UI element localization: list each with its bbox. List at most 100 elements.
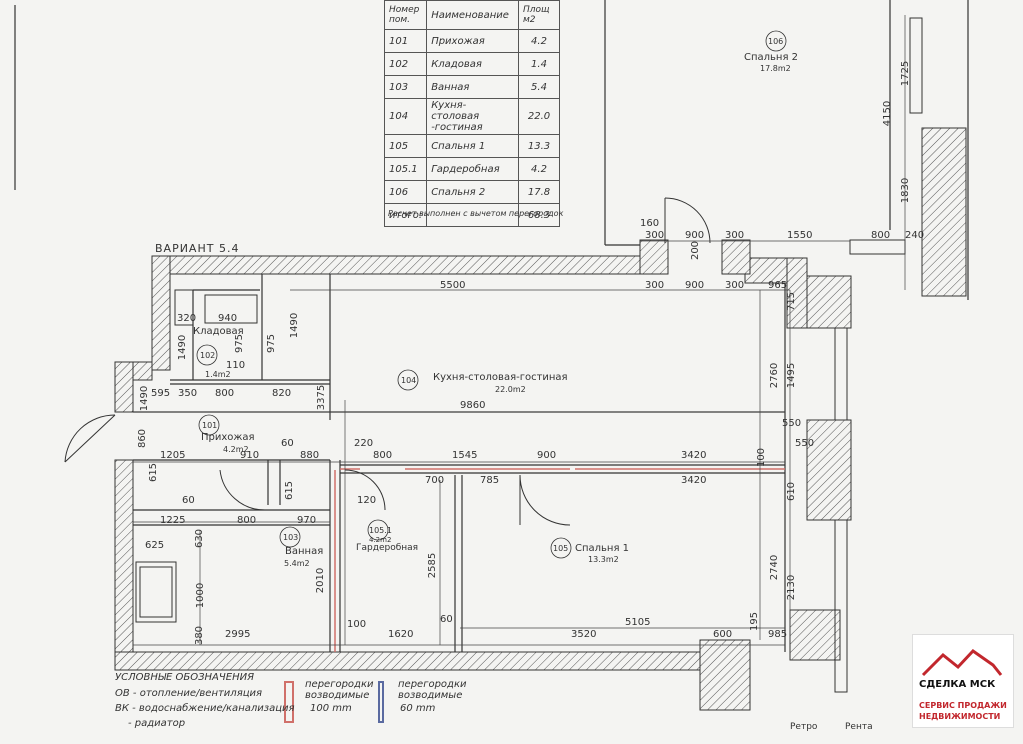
dim-label: 100 bbox=[756, 447, 768, 468]
legend-ov: ОВ - отопление/вентиляция bbox=[115, 688, 263, 699]
table-cell: 1.4 bbox=[518, 52, 560, 76]
room-name-106: Спальня 2 bbox=[744, 52, 799, 63]
room-num-1051: 105.1 bbox=[369, 526, 392, 535]
dim-label: 910 bbox=[240, 450, 260, 461]
dim-label: 2740 bbox=[769, 554, 781, 581]
dim-label: 3375 bbox=[316, 384, 328, 411]
dim-label: 1495 bbox=[786, 362, 798, 389]
table-cell: 105.1 bbox=[383, 157, 428, 181]
dim-label: 785 bbox=[480, 475, 500, 486]
dim-label: 1620 bbox=[388, 629, 414, 640]
table-cell: 5.4 bbox=[518, 75, 560, 99]
dim-label: 715 bbox=[786, 291, 798, 312]
dim-label: 5500 bbox=[440, 280, 466, 291]
dimension-lines bbox=[133, 15, 906, 646]
table-cell: 68.3 bbox=[518, 203, 560, 227]
dim-label: 60 bbox=[182, 495, 195, 506]
dim-label: 3420 bbox=[681, 475, 707, 486]
dim-label: 1205 bbox=[160, 450, 186, 461]
doors bbox=[64, 197, 711, 526]
dim-label: 1490 bbox=[289, 312, 301, 339]
table-cell: 103 bbox=[383, 75, 428, 99]
room-area-102: 1.4m2 bbox=[205, 370, 231, 379]
table-cell: Кладовая bbox=[426, 52, 519, 76]
room-area-106: 17.8m2 bbox=[760, 64, 791, 73]
dim-label: 860 bbox=[137, 428, 149, 449]
room-num-101: 101 bbox=[202, 421, 218, 430]
legend-swatches bbox=[284, 681, 384, 723]
dim-label: 380 bbox=[194, 625, 206, 646]
room-name-104: Кухня-столовая-гостиная bbox=[433, 372, 568, 383]
room-area-104: 22.0m2 bbox=[495, 385, 526, 394]
variant-label: ВАРИАНТ 5.4 bbox=[155, 242, 240, 255]
legend-60-a: перегородки bbox=[398, 679, 467, 690]
table-header-num: Номер пом. bbox=[383, 0, 428, 30]
table-note: Расчет выполнен с вычетом перегородок bbox=[388, 209, 564, 218]
dim-label: 60 bbox=[281, 438, 294, 449]
room-num-103: 103 bbox=[283, 533, 299, 542]
room-num-102: 102 bbox=[200, 351, 216, 360]
table-cell: 17.8 bbox=[518, 180, 560, 204]
legend-title: УСЛОВНЫЕ ОБОЗНАЧЕНИЯ bbox=[115, 672, 255, 683]
table-cell: 101 bbox=[383, 29, 428, 53]
logo-line1: СЕРВИС ПРОДАЖИ bbox=[919, 701, 1007, 710]
dim-label: 880 bbox=[300, 450, 320, 461]
table-cell: Кухня-столовая -гостиная bbox=[426, 98, 519, 135]
dim-label: 60 bbox=[440, 614, 453, 625]
dim-label: 300 bbox=[645, 280, 665, 291]
table-cell: Спальня 1 bbox=[426, 134, 519, 158]
dim-label: 1490 bbox=[139, 385, 151, 412]
dim-label: 2760 bbox=[769, 362, 781, 389]
dim-label: 100 bbox=[347, 619, 367, 630]
partitions-100mm bbox=[334, 468, 785, 652]
room-num-104: 104 bbox=[401, 376, 417, 385]
dim-label: 200 bbox=[690, 240, 702, 261]
table-header-name: Наименование bbox=[426, 0, 519, 30]
dim-label: 1830 bbox=[900, 177, 912, 204]
table-cell: 106 bbox=[383, 180, 428, 204]
table-cell: Прихожая bbox=[426, 29, 519, 53]
room-area-1051: 4.2m2 bbox=[369, 536, 392, 544]
exterior-walls bbox=[114, 127, 967, 711]
dim-label: 195 bbox=[749, 611, 761, 632]
dim-label: 985 bbox=[768, 629, 788, 640]
dim-label: 2010 bbox=[315, 567, 327, 594]
room-markers bbox=[196, 30, 787, 559]
dim-label: 2585 bbox=[427, 552, 439, 579]
dim-label: 300 bbox=[645, 230, 665, 241]
table-cell: 13.3 bbox=[518, 134, 560, 158]
dim-label: 9860 bbox=[460, 400, 486, 411]
dim-label: 630 bbox=[194, 528, 206, 549]
dim-label: 300 bbox=[725, 280, 745, 291]
room-num-106: 106 bbox=[768, 37, 784, 46]
dim-label: 700 bbox=[425, 475, 445, 486]
dim-label: 120 bbox=[357, 495, 377, 506]
dim-label: 1725 bbox=[900, 60, 912, 87]
room-name-101: Прихожая bbox=[201, 432, 255, 443]
dim-label: 4150 bbox=[882, 100, 894, 127]
company-logo: СДЕЛКА МСК СЕРВИС ПРОДАЖИ НЕДВИЖИМОСТИ bbox=[912, 634, 1014, 728]
table-cell: 4.2 bbox=[518, 29, 560, 53]
dim-label: 940 bbox=[218, 313, 238, 324]
table-cell: 104 bbox=[383, 98, 428, 135]
dim-label: 5105 bbox=[625, 617, 651, 628]
house-icon bbox=[921, 649, 1003, 677]
dim-label: 615 bbox=[284, 480, 296, 501]
room-area-103: 5.4m2 bbox=[284, 559, 310, 568]
dim-label: 300 bbox=[725, 230, 745, 241]
legend-100-b: возводимые bbox=[305, 690, 370, 701]
table-cell: 4.2 bbox=[518, 157, 560, 181]
dim-label: 240 bbox=[905, 230, 925, 241]
dim-label: 965 bbox=[768, 280, 788, 291]
dim-label: 800 bbox=[215, 388, 235, 399]
dim-label: 1545 bbox=[452, 450, 478, 461]
table-cell: Ванная bbox=[426, 75, 519, 99]
room-area-105: 13.3m2 bbox=[588, 555, 619, 564]
dim-label: 2995 bbox=[225, 629, 251, 640]
dim-label: 600 bbox=[713, 629, 733, 640]
corner-label-a: Ретро bbox=[790, 722, 818, 732]
upper-outline bbox=[14, 0, 969, 300]
dim-label: 900 bbox=[685, 280, 705, 291]
